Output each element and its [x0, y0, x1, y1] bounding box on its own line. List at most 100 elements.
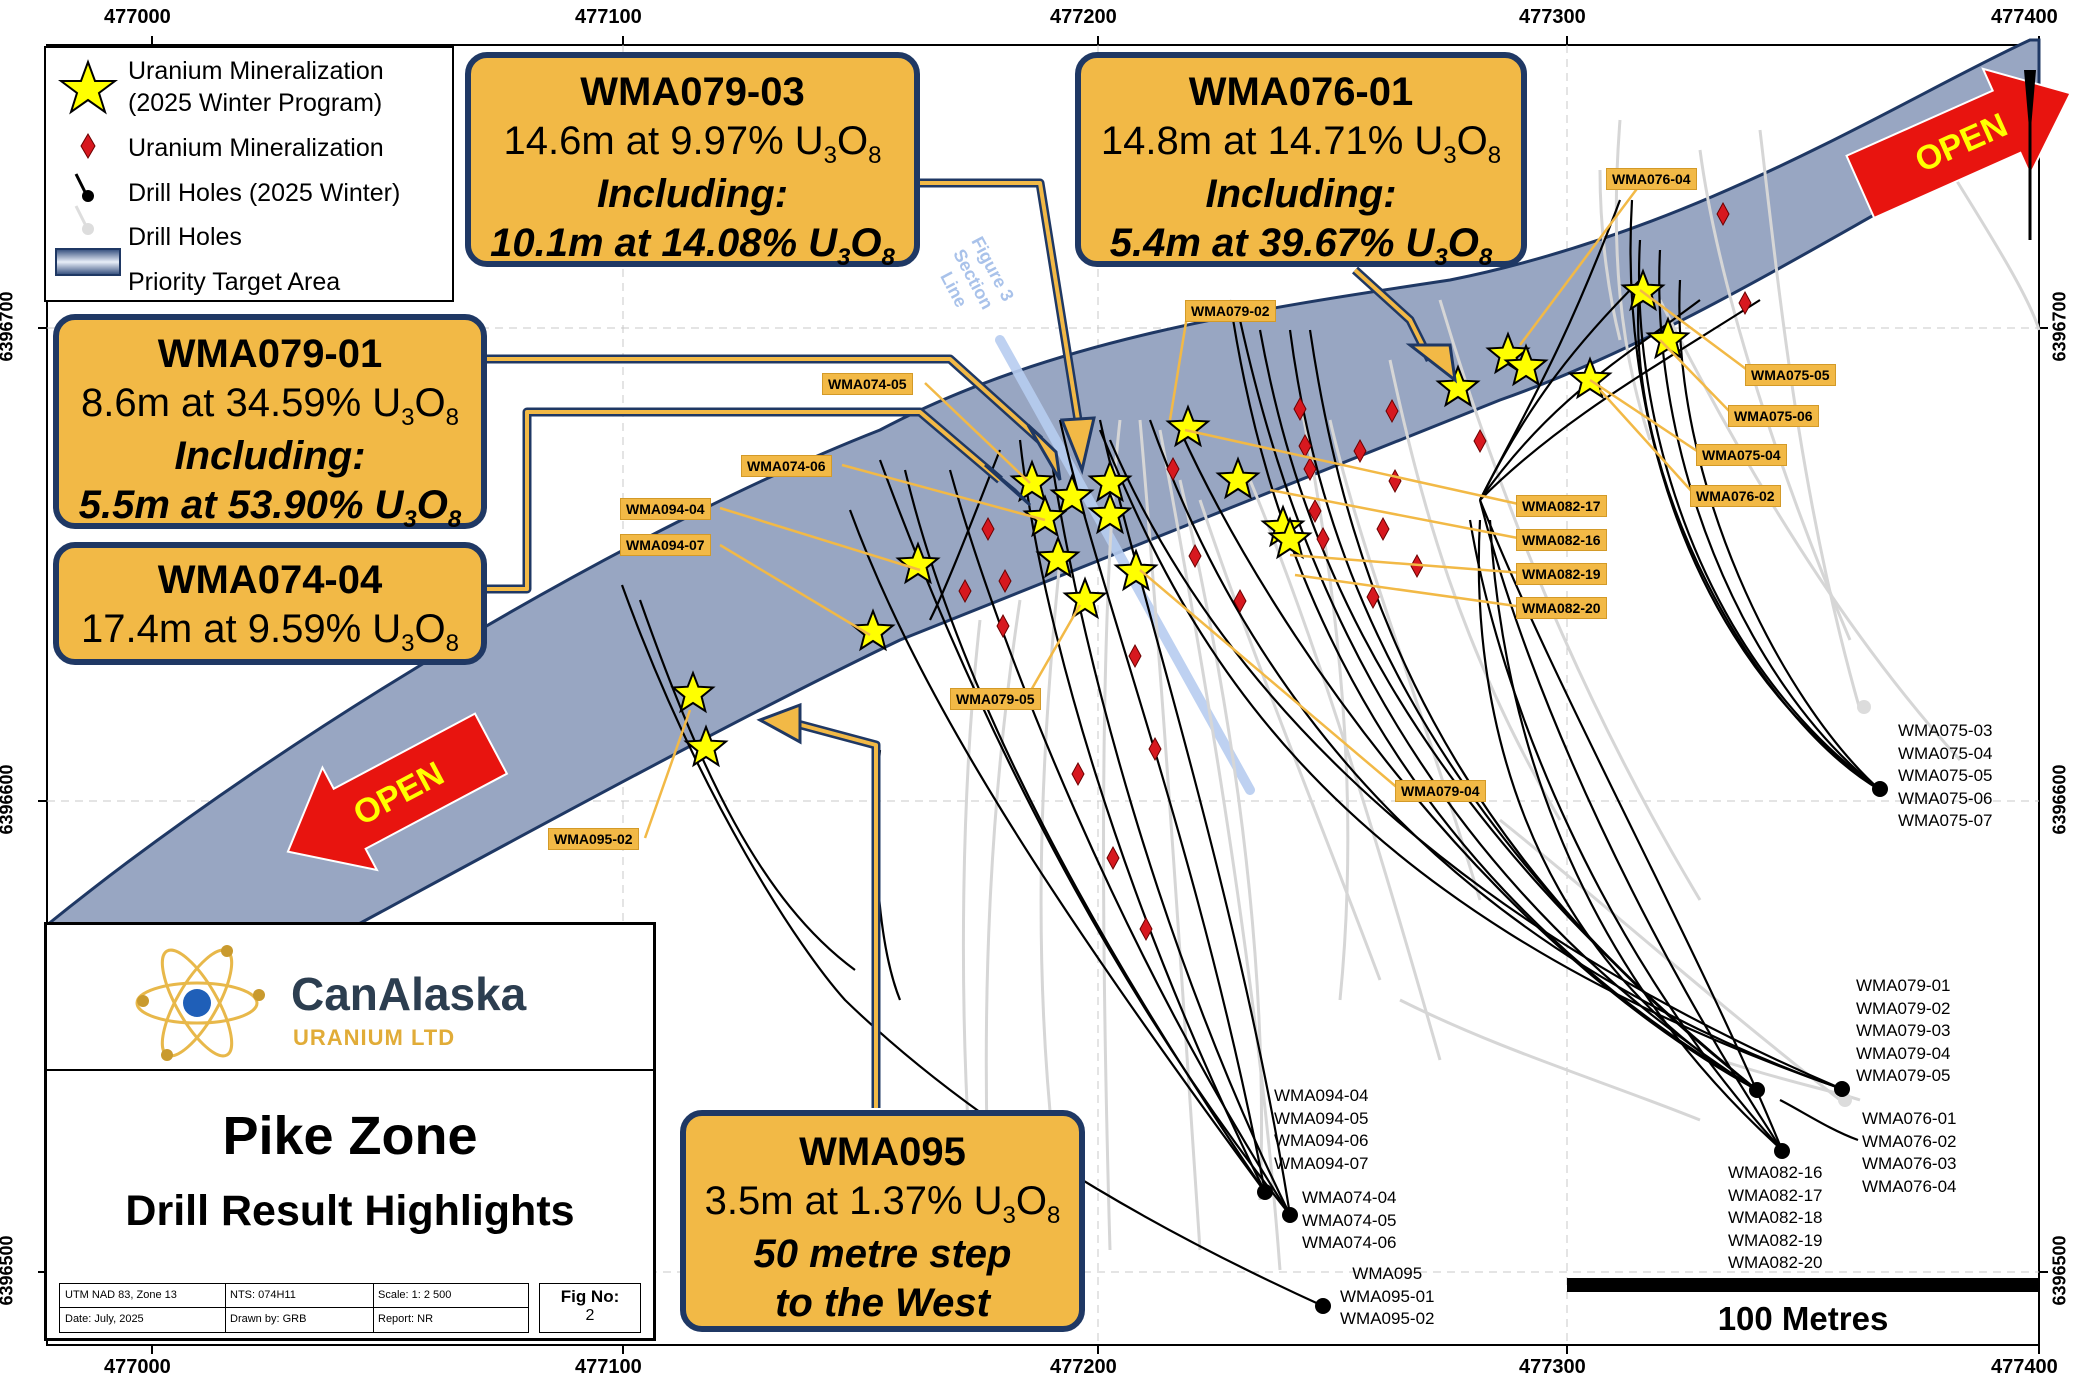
star-icon: [1620, 268, 1666, 312]
hole-tag: WMA075-04: [1696, 444, 1787, 466]
hole-tag: WMA094-07: [620, 534, 711, 556]
callout-arrowheads: [756, 343, 1458, 745]
company-name: CanAlaska: [291, 968, 527, 1020]
easting-label: 477300: [1519, 6, 1586, 28]
fig-label: Fig No:: [560, 1287, 620, 1306]
callout-result: 3.5m at 1.37% U3O8: [704, 1178, 1061, 1229]
easting-label: 477200: [1050, 6, 1117, 28]
easting-label: 477100: [575, 1356, 642, 1378]
hole-tag: WMA082-19: [1516, 563, 1607, 585]
star-icon: [1062, 576, 1108, 620]
star-icon: [1567, 356, 1613, 400]
star-icon: [1035, 535, 1081, 579]
hole-tag: WMA075-05: [1745, 364, 1836, 386]
callout-title: WMA074-04: [157, 558, 383, 602]
callout-including: Including:: [174, 434, 366, 479]
hole-tag: WMA074-06: [741, 455, 832, 477]
diamond-icon: [1166, 456, 1180, 482]
datum-cell: UTM NAD 83, Zone 13: [65, 1289, 177, 1301]
diamond-icon: [1303, 456, 1317, 482]
company-logo-icon: [135, 945, 265, 1061]
callout-title: WMA095: [799, 1130, 966, 1174]
callout-sub-result: 5.4m at 39.67% U3O8: [1109, 220, 1493, 271]
diamond-icon: [1716, 201, 1730, 227]
info-grid: UTM NAD 83, Zone 13 NTS: 074H11 Scale: 1…: [59, 1283, 529, 1333]
legend-label: Priority Target Area: [128, 268, 341, 296]
grey-drillhole-icon: [74, 205, 88, 227]
northing-label: 6396600: [2049, 764, 2070, 835]
legend-label: Uranium Mineralization: [128, 134, 384, 162]
red-diamond-icon: [80, 133, 96, 159]
callout-sub-result: 10.1m at 14.08% U3O8: [490, 220, 895, 271]
hole-tag: WMA079-05: [950, 688, 1041, 710]
hole-tag: WMA095-02: [548, 828, 639, 850]
hole-tag: WMA076-02: [1690, 485, 1781, 507]
easting-label: 477200: [1050, 1356, 1117, 1378]
drawn-by-cell: Drawn by: GRB: [230, 1313, 307, 1325]
diamond-icon: [1385, 398, 1399, 424]
callout-wma095: WMA095 3.5m at 1.37% U3O8 50 metre step …: [680, 1110, 1085, 1332]
northing-label: 6396500: [2049, 1235, 2070, 1306]
legend-label: Uranium Mineralization: [128, 57, 384, 85]
legend-label: Drill Holes (2025 Winter): [128, 179, 401, 207]
star-icon: [1503, 343, 1549, 387]
callout-wma079-01: WMA079-01 8.6m at 34.59% U3O8 Including:…: [53, 314, 487, 533]
mineralization-diamonds: [958, 201, 1752, 942]
mineralization-stars: [670, 268, 1691, 768]
callout-title: WMA076-01: [1188, 70, 1414, 114]
scale-cell: Scale: 1: 2 500: [378, 1289, 452, 1301]
hole-tag: WMA074-05: [822, 373, 913, 395]
callout-wma074-04: WMA074-04 17.4m at 9.59% U3O8: [53, 542, 487, 665]
company-subtitle: URANIUM LTD: [293, 1025, 456, 1050]
easting-label: 477400: [1991, 1356, 2058, 1378]
star-icon: [850, 608, 896, 652]
star-icon: [58, 59, 118, 115]
easting-label: 477000: [104, 6, 171, 28]
easting-label: 477000: [104, 1356, 171, 1378]
hole-tag: WMA094-04: [620, 498, 711, 520]
callout-result: 14.8m at 14.71% U3O8: [1100, 118, 1502, 169]
fig-number: 2: [585, 1307, 595, 1324]
callout-title: WMA079-03: [580, 70, 805, 114]
legend: Uranium Mineralization (2025 Winter Prog…: [44, 46, 454, 302]
star-icon: [1049, 473, 1095, 517]
diamond-icon: [958, 578, 972, 604]
callout-including: Including:: [1205, 172, 1397, 217]
scale-bar: [1567, 1278, 2039, 1292]
hole-tag: WMA079-04: [1395, 780, 1486, 802]
star-icon: [1165, 404, 1211, 448]
callout-note: to the West: [775, 1280, 990, 1325]
diamond-icon: [998, 568, 1012, 594]
star-icon: [670, 670, 716, 714]
hole-tag: WMA075-06: [1728, 405, 1819, 427]
diamond-icon: [1233, 588, 1247, 614]
scale-bar-label: 100 Metres: [1718, 1300, 1889, 1337]
legend-label: Drill Holes: [128, 223, 242, 251]
easting-label: 477400: [1991, 6, 2058, 28]
hole-tag: WMA082-20: [1516, 597, 1607, 619]
diamond-icon: [1366, 584, 1380, 610]
black-drillhole-icon: [74, 173, 88, 195]
diamond-icon: [1738, 290, 1752, 316]
callout-result: 17.4m at 9.59% U3O8: [80, 606, 460, 657]
diamond-icon: [1293, 396, 1307, 422]
callout-note: 50 metre step: [753, 1232, 1012, 1277]
diamond-icon: [1071, 761, 1085, 787]
date-cell: Date: July, 2025: [65, 1313, 144, 1325]
callout-result: 8.6m at 34.59% U3O8: [80, 380, 460, 431]
northing-label: 6396700: [2049, 291, 2070, 362]
star-icon: [1435, 364, 1481, 408]
diamond-icon: [1188, 543, 1202, 569]
fig-number-box: Fig No: 2: [539, 1283, 641, 1333]
callout-title: WMA079-01: [157, 332, 383, 376]
diamond-icon: [996, 613, 1010, 639]
diamond-icon: [1353, 438, 1367, 464]
hole-tag: WMA082-17: [1516, 495, 1607, 517]
hole-tag: WMA082-16: [1516, 529, 1607, 551]
star-icon: [1215, 456, 1261, 500]
northing-label: 6396500: [0, 1235, 17, 1306]
